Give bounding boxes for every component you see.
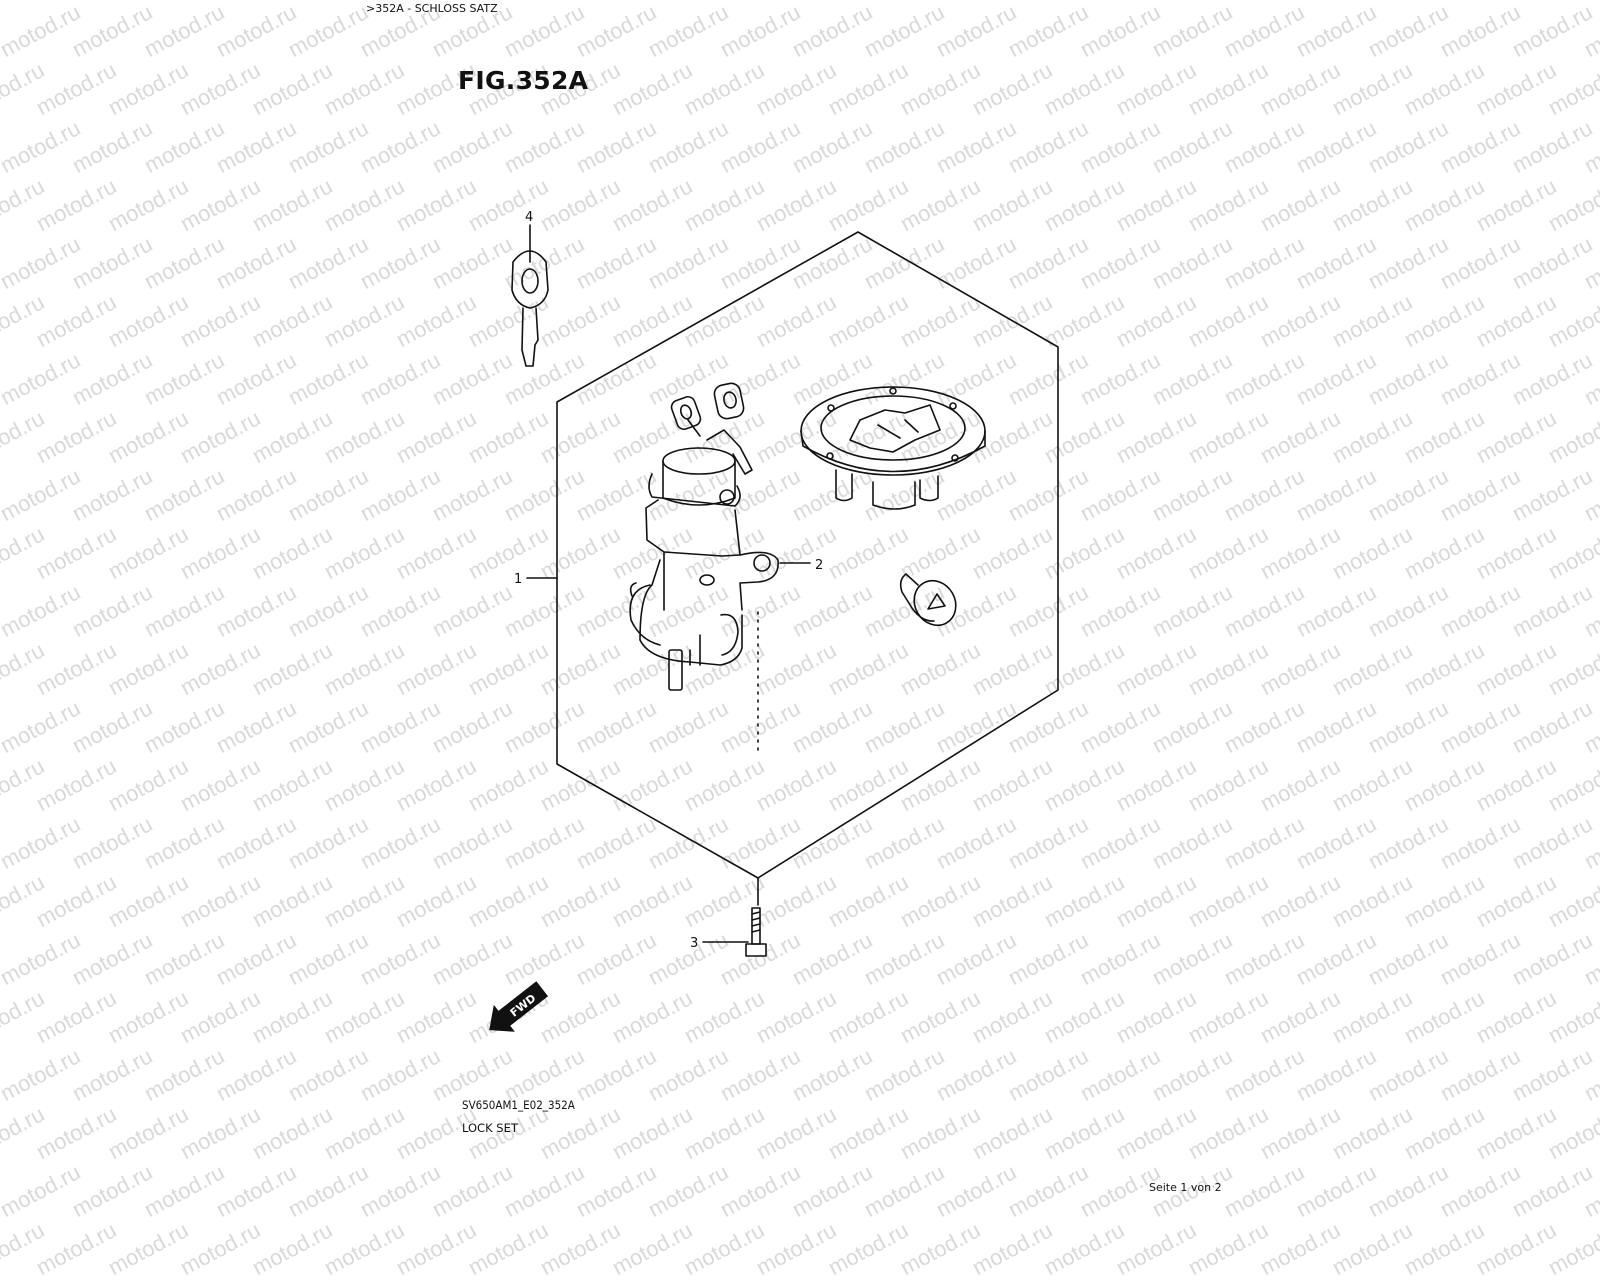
watermark-text: motod.ru [1472, 1217, 1561, 1281]
watermark-text: motod.ru [896, 1217, 985, 1281]
watermark-text: motod.ru [1112, 1217, 1201, 1281]
watermark-text: motod.ru [1328, 1217, 1417, 1281]
seat-lock-drawing [899, 573, 957, 627]
watermark-text: motod.ru [1184, 1217, 1273, 1281]
callout-3: 3 [690, 936, 698, 951]
watermark-text: motod.ru [32, 1217, 121, 1281]
watermark-text: motod.ru [680, 1217, 769, 1281]
watermark-text: motod.ru [1544, 1217, 1600, 1281]
watermark-text: motod.ru [248, 1217, 337, 1281]
watermark-text: motod.ru [1040, 1217, 1129, 1281]
watermark-text: motod.ru [104, 1217, 193, 1281]
watermark-text: motod.ru [608, 1217, 697, 1281]
watermark-text: motod.ru [752, 1217, 841, 1281]
drawing-name: LOCK SET [462, 1121, 518, 1135]
callout-2: 2 [815, 558, 823, 573]
watermark-text: motod.ru [176, 1217, 265, 1281]
fuel-cap-drawing [800, 386, 986, 510]
watermark-text: motod.ru [968, 1217, 1057, 1281]
watermark-text: motod.ru [1400, 1217, 1489, 1281]
bolt-drawing [745, 907, 767, 957]
callout-1: 1 [514, 572, 522, 587]
page-indicator: Seite 1 von 2 [1149, 1181, 1222, 1194]
spare-key-drawing [511, 250, 549, 367]
watermark-text: motod.ru [824, 1217, 913, 1281]
figure-title: FIG.352A [458, 66, 589, 95]
ignition-switch-drawing [629, 382, 779, 691]
watermark-text: motod.ru [392, 1217, 481, 1281]
watermark-text: motod.ru [0, 1217, 49, 1281]
breadcrumb: >352A - SCHLOSS SATZ [366, 2, 498, 15]
kit-box-outline [556, 231, 1059, 879]
callout-4: 4 [525, 210, 533, 225]
drawing-code: SV650AM1_E02_352A [462, 1098, 575, 1112]
lock-set-diagram: FWD 1 2 3 4 [489, 210, 1059, 1032]
fwd-arrow: FWD [489, 981, 549, 1032]
watermark-text: motod.ru [464, 1217, 553, 1281]
watermark-text: motod.ru [320, 1217, 409, 1281]
watermark-text: motod.ru [536, 1217, 625, 1281]
watermark-text: motod.ru [1256, 1217, 1345, 1281]
